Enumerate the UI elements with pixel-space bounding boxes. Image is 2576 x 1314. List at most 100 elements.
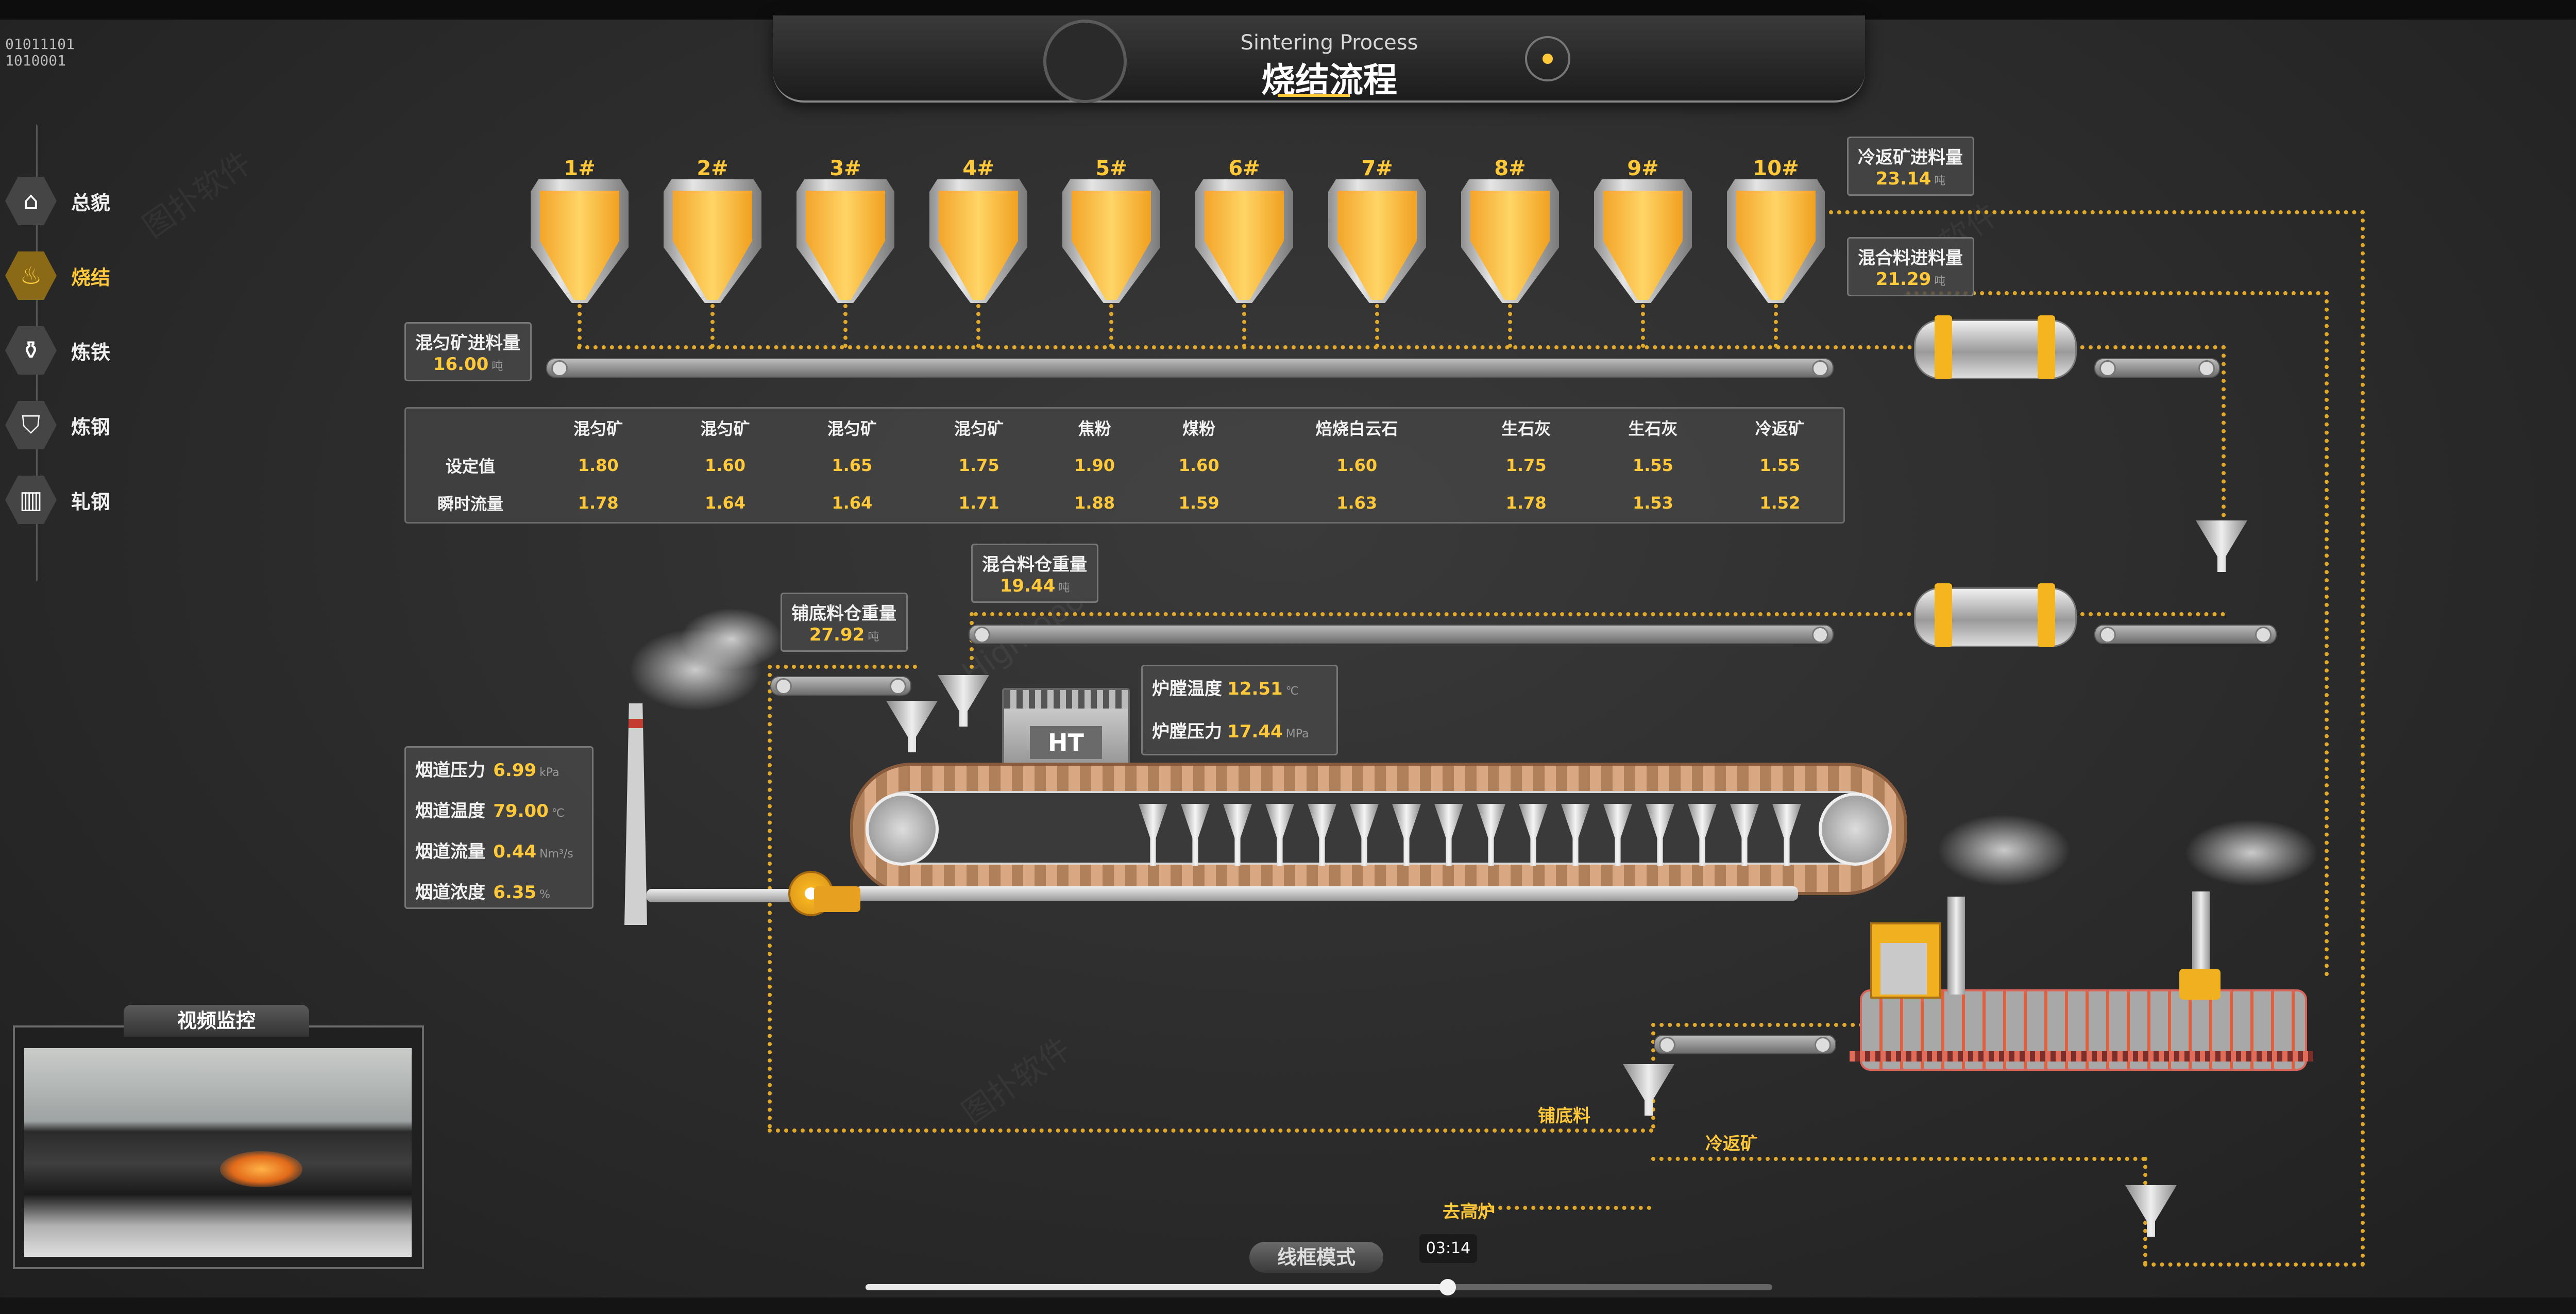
flow-line — [2361, 210, 2365, 1267]
flow-line — [1774, 304, 1778, 348]
bin-number: 2# — [697, 157, 728, 180]
cold-return-flow-label: 冷返矿 — [1705, 1134, 1758, 1154]
nav-item-label: 烧结 — [71, 266, 111, 289]
material-bin: 6# — [1195, 157, 1293, 303]
table-cell: 1.63 — [1336, 493, 1378, 513]
flow-line — [843, 304, 848, 348]
flow-line — [768, 665, 917, 669]
material-bin: 10# — [1727, 157, 1825, 303]
mixed-funnel — [938, 675, 989, 727]
nav-item-label: 炼钢 — [71, 415, 111, 439]
video-feed[interactable] — [24, 1048, 412, 1257]
table-cell: 1.75 — [1505, 455, 1547, 475]
table-header: 混匀矿 — [954, 418, 1004, 439]
table-corner — [406, 409, 535, 446]
sinter-furnace-icon: ♨ — [5, 251, 57, 300]
binary-decoration: 01011101 1010001 — [5, 36, 75, 69]
material-bin: 7# — [1328, 157, 1426, 303]
nav-item-label: 总貌 — [71, 191, 111, 214]
nav-item-label: 炼铁 — [71, 341, 111, 364]
ignition-label: HT — [1030, 726, 1102, 759]
flow-line — [1906, 291, 2329, 295]
table-cell: 1.78 — [1505, 493, 1547, 513]
table-header: 生石灰 — [1628, 418, 1678, 439]
video-monitor-title: 视频监控 — [124, 1005, 309, 1037]
flow-line — [2143, 1262, 2365, 1267]
nav-item[interactable]: ▥轧钢 — [5, 471, 129, 528]
flow-line — [578, 304, 582, 348]
flue-label: 烟道流量 — [415, 841, 485, 862]
flow-line — [1375, 304, 1379, 348]
bin-number: 9# — [1627, 157, 1659, 180]
flue-label: 烟道压力 — [415, 760, 485, 781]
video-monitor-panel[interactable] — [13, 1025, 424, 1269]
page-title: 烧结流程 — [1261, 60, 1397, 100]
bin-number: 6# — [1228, 157, 1260, 180]
flue-label: 烟道温度 — [415, 801, 485, 821]
flow-line — [1508, 304, 1512, 348]
flow-line — [1473, 1206, 1651, 1210]
nav-item[interactable]: ♨ 烧结 — [5, 247, 129, 304]
bin-number: 3# — [829, 157, 861, 180]
flow-line — [1651, 1023, 1888, 1027]
circular-cooler — [1850, 891, 2313, 1082]
smoke — [1937, 814, 2071, 886]
table-cell: 1.59 — [1178, 493, 1219, 513]
table-cell: 1.52 — [1759, 493, 1801, 513]
flow-line — [1651, 1157, 2146, 1161]
time-tooltip: 03:14 — [1419, 1234, 1477, 1263]
cooler-funnel — [1623, 1064, 1674, 1116]
hearth-flow-label: 铺底料 — [1538, 1106, 1590, 1126]
flow-line — [1829, 210, 2365, 214]
blend-conveyor — [546, 358, 1834, 378]
nav-item[interactable]: ⌂总貌 — [5, 173, 129, 229]
bin-number: 1# — [564, 157, 596, 180]
nav-item[interactable]: ⚱炼铁 — [5, 322, 129, 379]
header-left-ring — [1043, 20, 1127, 103]
flow-line — [976, 304, 980, 348]
mixer-drum — [1914, 315, 2077, 379]
table-cell: 1.55 — [1632, 455, 1673, 475]
flue-row: 烟道温度 79.00℃ — [415, 797, 583, 822]
flue-unit: kPa — [539, 766, 560, 779]
flow-line — [710, 304, 715, 348]
material-bin: 5# — [1062, 157, 1160, 303]
flue-unit: % — [539, 888, 551, 901]
flow-line — [1109, 304, 1113, 348]
main-flue-pipe — [855, 886, 1798, 901]
granulator-drum — [1914, 583, 2077, 647]
table-cell: 1.60 — [1336, 455, 1378, 475]
table-header: 冷返矿 — [1755, 418, 1805, 439]
flue-unit: ℃ — [551, 807, 565, 820]
row-label: 瞬时流量 — [437, 494, 503, 514]
flow-line — [974, 612, 2226, 616]
table-cell: 1.78 — [578, 493, 619, 513]
table-cell: 1.60 — [705, 455, 745, 475]
smoke — [680, 608, 783, 670]
flow-line — [1641, 304, 1645, 348]
flue-unit: Nm³/s — [539, 848, 573, 861]
table-header: 混匀矿 — [827, 418, 877, 439]
flow-line — [768, 1128, 1654, 1133]
video-progress-bar[interactable] — [866, 1284, 1772, 1290]
flow-line — [1242, 304, 1246, 348]
video-progress-knob[interactable] — [1439, 1279, 1456, 1295]
material-bin: 1# — [531, 157, 629, 303]
table-header: 混匀矿 — [700, 418, 750, 439]
wireframe-mode-button[interactable]: 线框模式 — [1249, 1242, 1383, 1273]
nav-item[interactable]: ⛉炼钢 — [5, 397, 129, 453]
bin-number: 7# — [1361, 157, 1393, 180]
table-header: 焙烧白云石 — [1315, 418, 1398, 439]
exhaust-fan — [783, 866, 860, 922]
flue-value: 79.00 — [493, 801, 549, 821]
flue-value: 6.35 — [493, 882, 537, 903]
